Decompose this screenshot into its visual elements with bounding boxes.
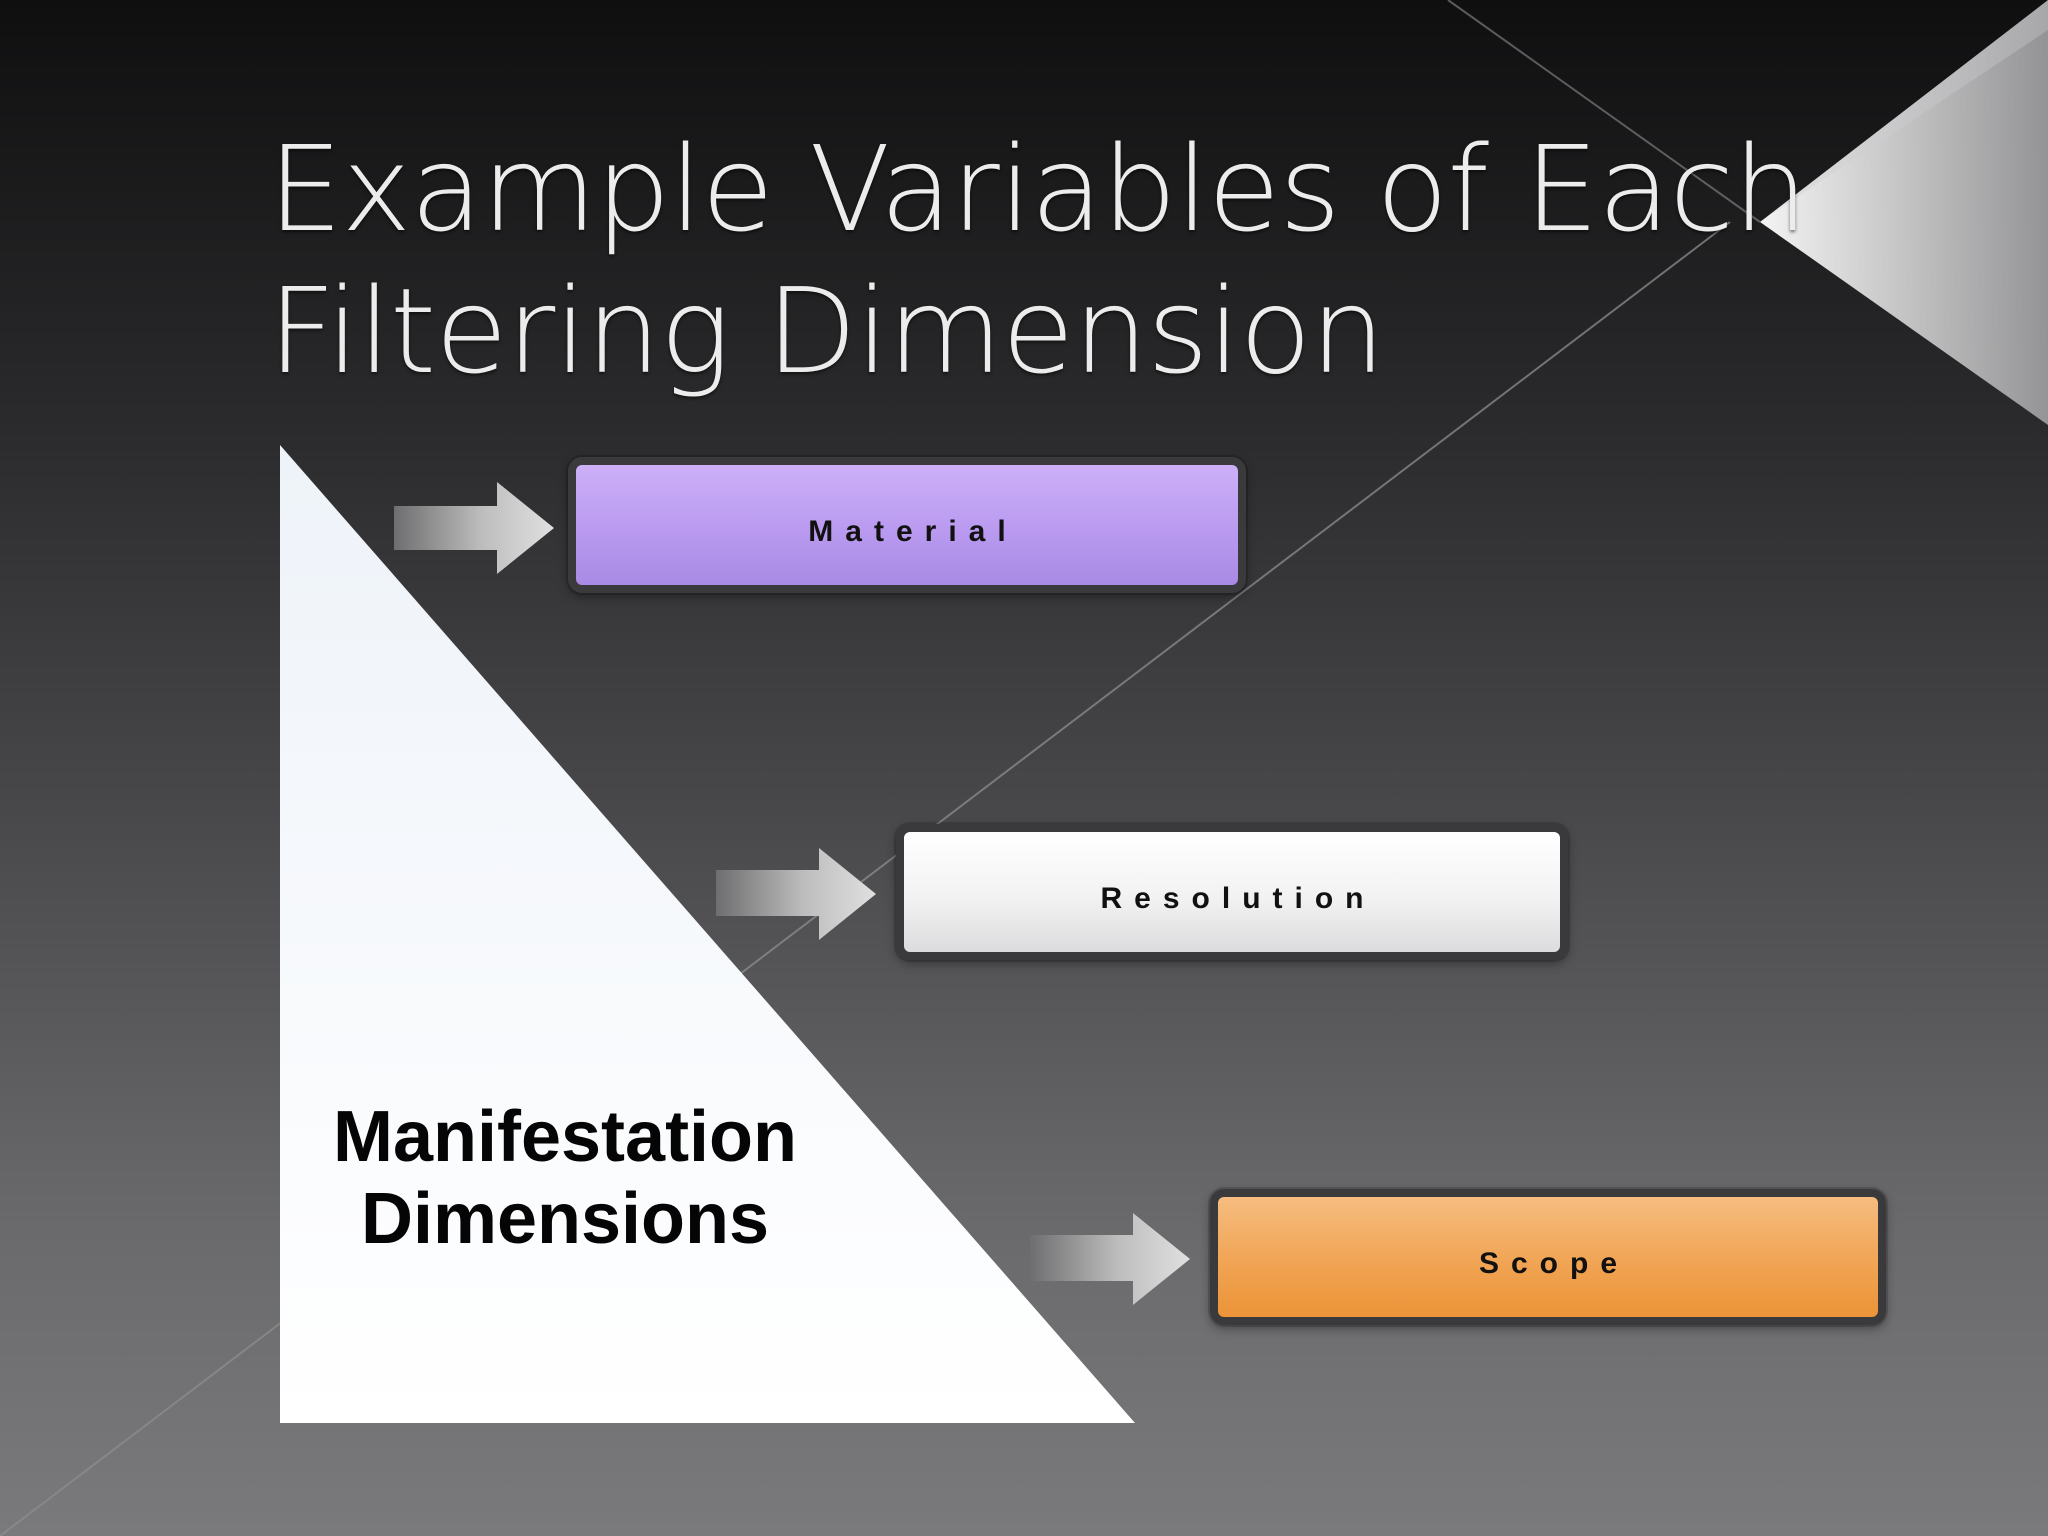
title-line-2: Filtering Dimension <box>268 262 1385 400</box>
right-arrow-icon <box>1030 1213 1190 1305</box>
manifestation-label-line-2: Dimensions <box>360 1179 770 1259</box>
resolution-label: Resolution <box>1100 882 1376 915</box>
corner-triangle-shadow <box>1760 0 2048 222</box>
dimension-triangle <box>280 445 1135 1423</box>
scope-box: Scope <box>1210 1189 1886 1325</box>
manifestation-label-line-1: Manifestation <box>332 1097 798 1177</box>
title-line-1: Example Variables of Each <box>268 120 1808 258</box>
decor-diagonal-line-top <box>1447 0 1761 223</box>
right-arrow-icon <box>394 482 554 574</box>
scope-label: Scope <box>1478 1247 1630 1280</box>
material-box: Material <box>568 457 1246 593</box>
material-label: Material <box>808 515 1018 548</box>
slide-title: Example Variables of Each Filtering Dime… <box>268 118 1918 402</box>
resolution-box: Resolution <box>896 824 1568 960</box>
right-arrow-icon <box>716 848 876 940</box>
corner-triangle <box>1760 0 2048 425</box>
manifestation-dimensions-label: Manifestation Dimensions <box>300 1096 830 1260</box>
